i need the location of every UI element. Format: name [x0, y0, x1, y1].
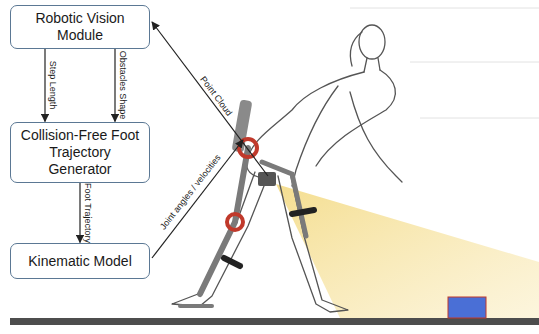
woman-figure-part	[278, 172, 348, 312]
woman-figure-part	[359, 25, 385, 59]
exoskeleton-part	[227, 214, 243, 230]
box-label: Robotic Vision Module	[17, 10, 143, 44]
background-lines	[350, 8, 539, 118]
box-label: Collision-Free Foot Trajectory Generator	[17, 127, 143, 178]
exoskeleton-part	[180, 304, 212, 308]
exoskeleton-part	[224, 258, 240, 266]
background-lines-part	[350, 8, 539, 9]
joint-feedback-arrow	[152, 140, 243, 258]
process-box: Kinematic Model	[10, 243, 150, 279]
flow-arrow	[79, 183, 80, 243]
process-box: Collision-Free Foot Trajectory Generator	[10, 122, 150, 183]
obstacle-box	[448, 297, 486, 318]
exoskeleton-part	[292, 210, 314, 214]
woman-figure-part	[350, 92, 402, 182]
process-box: Robotic Vision Module	[10, 5, 150, 49]
signal-label: Joint angles / velocities	[158, 152, 223, 231]
ground	[10, 318, 539, 325]
exoskeleton-part	[232, 99, 253, 152]
background-lines-part	[410, 62, 539, 63]
woman-figure-part	[364, 58, 380, 72]
edge-label: Obstacles Shape	[118, 51, 128, 120]
exoskeleton	[180, 99, 314, 306]
signal-label: Point Cloud	[198, 74, 234, 117]
edge-label: Foot Trajectory	[83, 183, 93, 243]
camera-beam	[276, 184, 539, 318]
edge-label: Step Length	[48, 61, 58, 110]
flow-arrow	[114, 49, 115, 122]
woman-figure-part	[350, 32, 362, 66]
point-cloud-arrow	[152, 22, 268, 176]
background-lines-part	[420, 118, 539, 119]
flow-arrow	[44, 49, 45, 122]
woman-figure-part	[316, 70, 395, 166]
box-label: Kinematic Model	[28, 253, 132, 270]
woman-figure-part	[292, 86, 338, 186]
